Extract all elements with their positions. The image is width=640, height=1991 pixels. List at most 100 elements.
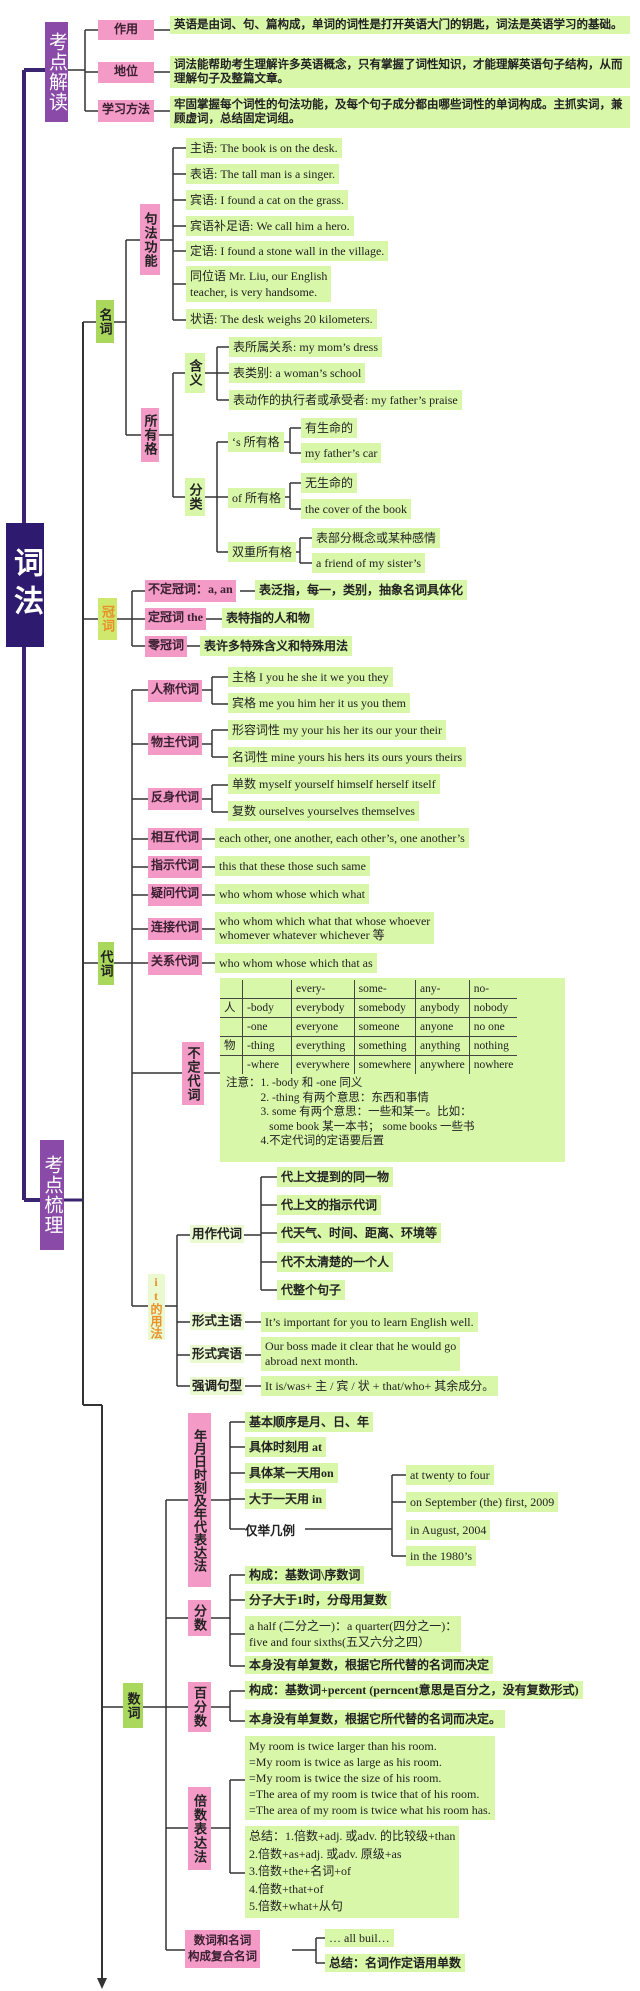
table-cell: something [353, 1036, 416, 1056]
indefinite-pronoun-panel: every- some- any- no- 人 -body everybody … [220, 978, 565, 1162]
pronoun-item: each other, one another, each other’s, o… [215, 828, 469, 848]
syntax-item: 宾语补足语: We call him a hero. [186, 216, 354, 236]
node-multiple: 倍数表达法 [188, 1787, 211, 1870]
table-cell: everybody [291, 998, 355, 1018]
dates-item: 基本顺序是月、日、年 [245, 1412, 374, 1432]
node-interrogative-pronoun: 疑问代词 [148, 884, 203, 906]
node-reflexive-pronoun: 反身代词 [148, 788, 203, 810]
indefinite-pronoun-notes: 注意：1. -body 和 -one 同义 2. -thing 有两个意思：东西… [226, 1077, 475, 1147]
node-fraction: 分数 [188, 1600, 211, 1636]
node-reciprocal-pronoun: 相互代词 [148, 828, 203, 850]
table-cell: anybody [415, 998, 470, 1018]
article-note: 表许多特殊含义和特殊用法 [200, 636, 353, 656]
pronoun-item: who whom which what that whose whoever w… [215, 912, 435, 944]
node-indefinite-pronoun: 不定代词 [182, 1042, 204, 1105]
node-percent: 百分数 [188, 1682, 211, 1732]
it-pronoun-item: 代整个句子 [277, 1280, 346, 1300]
it-pronoun-item: 代上文的指示代词 [277, 1195, 382, 1215]
node-definite-article: 定冠词 the [145, 608, 206, 630]
article-note: 表特指的人和物 [222, 608, 315, 628]
note-method: 牢固掌握每个词性的句法功能，及每个句子成分都由哪些词性的单词构成。主抓实词，兼顾… [170, 96, 630, 128]
table-row: 物 -thing everything something anything n… [220, 1036, 518, 1056]
node-possessive-pronoun: 物主代词 [148, 733, 203, 755]
date-example: in the 1980’s [406, 1546, 476, 1566]
node-noun: 名词 [96, 300, 114, 343]
multiple-summary: 总结：1.倍数+adj. 或adv. 的比较级+than 2.倍数+as+adj… [245, 1826, 460, 1918]
syntax-item: 主语: The book is on the desk. [186, 138, 342, 158]
compound-item: 总结：名词作定语用单数 [325, 1954, 466, 1972]
syntax-item: 状语: The desk weighs 20 kilometers. [186, 309, 377, 329]
table-cell [220, 1017, 243, 1037]
node-formal-subject: 形式主语 [190, 1312, 245, 1330]
pronoun-item: 主格 I you he she it we you they [228, 667, 393, 687]
table-cell: somebody [353, 998, 416, 1018]
percent-item: 本身没有单复数，根据它所代替的名词而决定。 [245, 1710, 506, 1728]
indefinite-pronoun-table: every- some- any- no- 人 -body everybody … [220, 980, 518, 1074]
node-it-as-pronoun: 用作代词 [190, 1225, 245, 1243]
node-examples: 仅举几例 [245, 1524, 296, 1538]
double-case-item: a friend of my sister’s [312, 553, 426, 573]
table-cell: everywhere [291, 1055, 355, 1074]
node-classify: 分类 [185, 478, 205, 516]
date-example: at twenty to four [406, 1465, 494, 1485]
table-row: 人 -body everybody somebody anybody nobod… [220, 998, 518, 1018]
node-demonstrative-pronoun: 指示代词 [148, 856, 203, 878]
table-cell: 物 [220, 1036, 243, 1056]
pronoun-item: this that these those such same [215, 856, 370, 876]
pronoun-item: 名词性 mine yours his hers its ours yours t… [228, 747, 466, 767]
table-cell: nothing [468, 1036, 518, 1056]
dates-item: 具体时刻用 at [245, 1437, 326, 1457]
pronoun-item: 宾格 me you him her it us you them [228, 693, 410, 713]
table-cell: nobody [468, 998, 518, 1018]
table-row: -one everyone someone anyone no one [220, 1017, 518, 1037]
table-cell [242, 980, 292, 999]
table-cell: anyone [415, 1017, 470, 1037]
date-example: on September (the) first, 2009 [406, 1492, 559, 1512]
table-header-row: every- some- any- no- [220, 980, 518, 999]
syntax-item: 同位语 Mr. Liu, our English teacher, is ver… [186, 266, 332, 302]
node-conjunctive-pronoun: 连接代词 [148, 918, 203, 940]
node-method: 学习方法 [98, 100, 154, 122]
article-note: 表泛指，每一，类别，抽象名词具体化 [255, 580, 468, 600]
node-meaning: 含义 [185, 353, 205, 393]
fraction-item: 分子大于1时，分母用复数 [245, 1591, 392, 1609]
syntax-item: 定语: I found a stone wall in the village. [186, 241, 389, 261]
node-status: 地位 [98, 62, 154, 83]
it-pronoun-item: 代天气、时间、距离、环境等 [277, 1223, 442, 1243]
emphatic-pattern: It is/was+ 主 / 宾 / 状 + that/who+ 其余成分。 [261, 1376, 499, 1396]
pronoun-item: 单数 myself yourself himself herself itsel… [228, 774, 440, 794]
it-pronoun-item: 代不太清楚的一个人 [277, 1252, 394, 1272]
compound-item: … all buil… [325, 1929, 394, 1947]
table-cell: anywhere [415, 1055, 470, 1074]
node-it-usage: it的用法 [148, 1274, 165, 1340]
node-double-case: 双重所有格 [228, 542, 297, 562]
table-cell: every- [291, 980, 355, 999]
table-cell: someone [353, 1017, 416, 1037]
table-cell: nowhere [468, 1055, 518, 1074]
table-cell: everyone [291, 1017, 355, 1037]
note-status: 词法能帮助考生理解许多英语概念，只有掌握了词性知识，才能理解英语句子结构，从而理… [170, 56, 630, 88]
node-relative-pronoun: 关系代词 [148, 952, 203, 975]
table-cell: some- [353, 980, 416, 999]
table-cell: everything [291, 1036, 355, 1056]
meaning-item: 表动作的执行者或承受者: my father’s praise [229, 390, 462, 410]
formal-object-example: Our boss made it clear that he would go … [261, 1337, 461, 1371]
syntax-item: 表语: The tall man is a singer. [186, 164, 339, 184]
node-pronoun: 代词 [98, 942, 114, 985]
node-of-case: of 所有格 [228, 488, 285, 508]
node-compound-noun: 数词和名词 构成复合名词 [185, 1930, 260, 1968]
table-cell: no- [468, 980, 518, 999]
formal-subject-example: It’s important for you to learn English … [261, 1312, 478, 1332]
section-review: 考点梳理 [40, 1140, 64, 1250]
of-case-item: the cover of the book [301, 499, 411, 519]
dates-item: 大于一天用 in [245, 1489, 327, 1509]
it-pronoun-item: 代上文提到的同一物 [277, 1167, 394, 1187]
fraction-item: 构成：基数词\序数词 [245, 1566, 365, 1584]
fraction-item: a half (二分之一)：a quarter(四分之一)： five and … [245, 1616, 462, 1652]
table-cell: no one [468, 1017, 518, 1037]
node-personal-pronoun: 人称代词 [148, 680, 203, 702]
table-cell: -thing [242, 1036, 292, 1056]
node-emphatic: 强调句型 [190, 1377, 245, 1395]
main-title: 词法 [6, 523, 44, 647]
table-cell: 人 [220, 998, 243, 1018]
